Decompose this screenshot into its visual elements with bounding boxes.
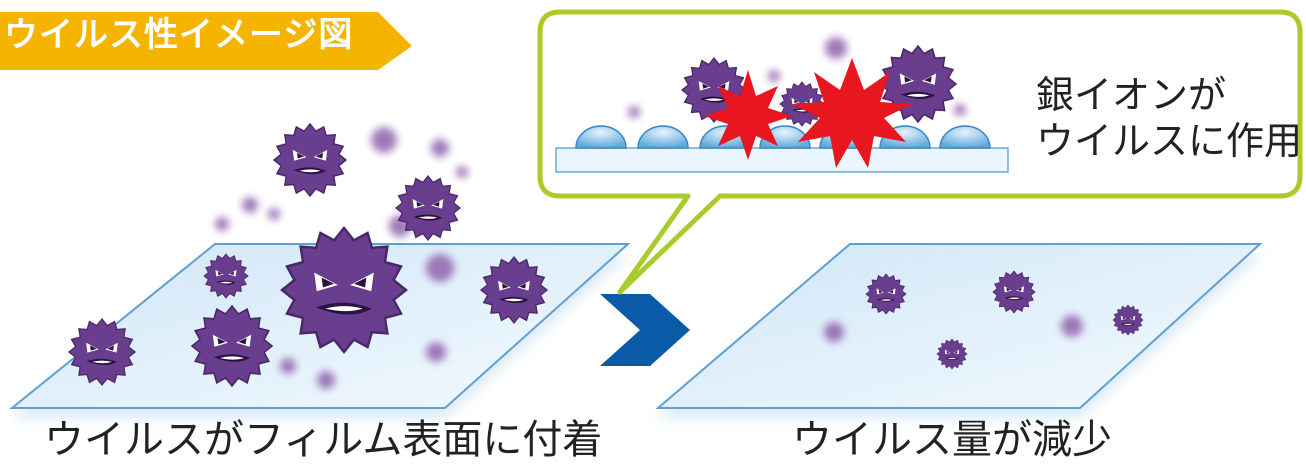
virus-icon xyxy=(204,254,248,298)
chevron-right-icon xyxy=(600,294,690,366)
title-banner xyxy=(0,12,412,70)
virus-icon xyxy=(396,176,460,240)
virus-particles-right xyxy=(824,315,1083,342)
caption-right: ウイルス量が減少 xyxy=(792,417,1112,463)
callout-substrate xyxy=(555,147,1009,173)
callout-particles xyxy=(628,37,966,118)
page-title: ウイルス性イメージ図 xyxy=(4,15,354,55)
caption-left: ウイルスがフィルム表面に付着 xyxy=(44,417,603,463)
virus-icon xyxy=(282,228,406,352)
callout-line-2: ウイルスに作用 xyxy=(1036,119,1303,163)
virus-icon xyxy=(937,339,967,369)
virus-icon xyxy=(993,271,1035,313)
virus-icon xyxy=(192,306,272,386)
virus-icon xyxy=(1113,305,1143,335)
virus-particles-left xyxy=(215,127,468,389)
virus-icon xyxy=(481,257,547,323)
burst-icon xyxy=(704,70,792,160)
virus-icon xyxy=(274,124,346,196)
callout-line-1: 銀イオンが xyxy=(1036,73,1227,117)
burst-icon xyxy=(792,58,912,168)
film-right xyxy=(655,243,1263,418)
virus-icon xyxy=(866,274,906,314)
callout-text: 銀イオンが ウイルスに作用 xyxy=(1036,72,1302,164)
virus-icon xyxy=(69,319,135,385)
